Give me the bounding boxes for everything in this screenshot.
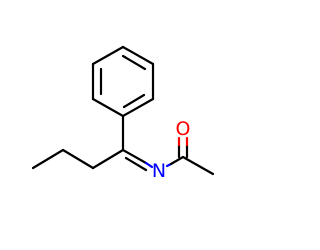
imine-bond-inner <box>124 156 148 172</box>
imine-bond-colored <box>144 161 154 169</box>
methyl-bond <box>181 155 215 176</box>
chain-bond <box>61 148 95 170</box>
chain-bond <box>31 148 65 170</box>
atom-label-nitrogen: N <box>152 160 166 182</box>
chain-bond <box>91 148 125 170</box>
nitrogen-to-carbonyl-bond <box>169 155 185 166</box>
ring-bond <box>121 97 155 118</box>
ring-bond <box>91 97 125 118</box>
molecule-canvas: N O <box>31 45 215 182</box>
benzene-ring <box>91 45 155 118</box>
ring-bond <box>91 45 125 66</box>
atom-label-oxygen: O <box>176 118 191 140</box>
ring-double-bond-inner <box>121 54 147 71</box>
imine-bond-outer <box>121 148 148 165</box>
carbonyl-double-bond <box>177 136 189 159</box>
ring-double-bond-inner <box>122 93 146 109</box>
structure-drawing: N O <box>31 45 215 182</box>
ring-bond <box>121 45 155 66</box>
propyl-chain <box>31 148 125 170</box>
imine-double-bond <box>121 148 154 172</box>
